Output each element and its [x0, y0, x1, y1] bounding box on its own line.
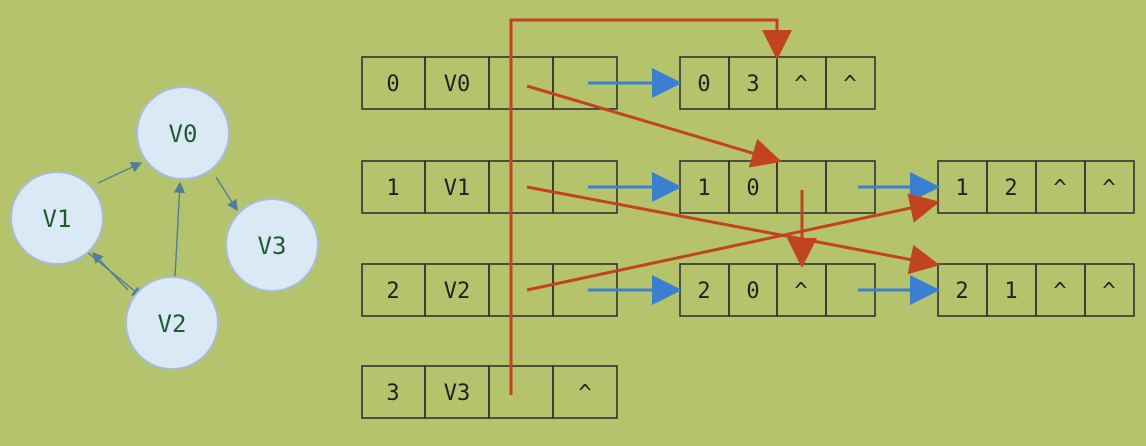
in-link-v3	[509, 18, 792, 395]
arc-tail: 2	[955, 279, 968, 304]
arc-tlink: ^	[1102, 279, 1115, 304]
vertex-index: 0	[386, 72, 399, 97]
vertex-index: 1	[386, 176, 399, 201]
vertex-first-out: ^	[578, 381, 591, 406]
edge-v2-v1	[92, 251, 129, 291]
arc-head: 0	[746, 176, 759, 201]
in-link-v0	[526, 84, 782, 168]
arc-node-1-2: 1 2 ^ ^	[937, 160, 1135, 214]
arc-tail: 0	[697, 72, 710, 97]
arc-tail: 1	[697, 176, 710, 201]
graph-node-v1: V1	[10, 171, 104, 265]
arc-hlink: ^	[794, 72, 807, 97]
arc-node-2-1: 2 1 ^ ^	[937, 263, 1135, 317]
graph-node-label: V3	[258, 232, 287, 260]
graph-node-v0: V0	[136, 86, 230, 180]
graph-node-v3: V3	[225, 198, 319, 292]
vertex-index: 3	[386, 381, 399, 406]
vertex-row-2: 2 V2	[361, 263, 618, 317]
arc-head: 0	[746, 279, 759, 304]
in-link-v1	[526, 185, 940, 275]
arc-head: 2	[1004, 176, 1017, 201]
arc-hlink: ^	[794, 279, 807, 304]
arc-head: 1	[1004, 279, 1017, 304]
graph-node-label: V1	[43, 205, 72, 233]
vertex-row-3: 3 V3 ^	[361, 365, 618, 419]
edge-v2-v0	[173, 181, 186, 278]
graph-node-v2: V2	[125, 276, 219, 370]
edge-v1-v0	[97, 162, 143, 184]
vertex-name: V0	[444, 72, 471, 97]
in-link-v2	[526, 193, 940, 292]
out-links	[588, 68, 940, 305]
arc-hlink: ^	[1053, 279, 1066, 304]
arc-tlink: ^	[843, 72, 856, 97]
graph-edges	[86, 162, 238, 298]
vertex-name: V2	[444, 279, 471, 304]
graph-node-label: V2	[158, 310, 187, 338]
edge-v0-v3	[215, 176, 238, 212]
arc-node-1-0: 1 0	[679, 160, 876, 214]
vertex-name: V1	[444, 176, 471, 201]
arc-tail: 2	[697, 279, 710, 304]
vertex-row-1: 1 V1	[361, 160, 618, 214]
arc-node-2-0: 2 0 ^	[679, 263, 876, 317]
arc-hlink: ^	[1053, 176, 1066, 201]
arc-tail: 1	[955, 176, 968, 201]
arc-tlink: ^	[1102, 176, 1115, 201]
edge-v1-v2	[86, 251, 144, 298]
arc-head: 3	[746, 72, 759, 97]
vertex-name: V3	[444, 381, 471, 406]
arc-node-0-3: 0 3 ^ ^	[679, 56, 876, 110]
in-links	[509, 18, 940, 395]
vertex-index: 2	[386, 279, 399, 304]
graph-node-label: V0	[169, 120, 198, 148]
